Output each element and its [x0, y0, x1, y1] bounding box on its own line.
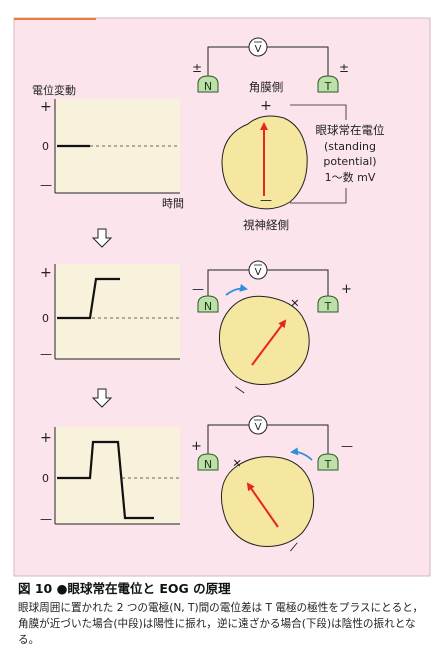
figure-caption: 図 10 ●眼球常在電位と EOG の原理 眼球周囲に置かれた 2 つの電極(N…: [18, 578, 430, 648]
voltmeter-label: V: [255, 422, 262, 433]
electrode-t-sign: ±: [339, 61, 349, 75]
electrode-t-sign: +: [341, 282, 352, 297]
rotation-arrow-icon: [290, 447, 313, 461]
electrode-n-icon: [197, 453, 219, 471]
voltmeter-icon: [248, 415, 268, 435]
voltmeter-label: V: [255, 44, 262, 55]
graph-title: 電位変動: [32, 83, 76, 97]
potential-line-4: 1〜数 mV: [325, 171, 376, 184]
y-plus-label: +: [40, 430, 52, 446]
electrode-t-label: T: [324, 80, 332, 93]
bracket-top: [290, 104, 347, 120]
electrode-n-label: N: [204, 300, 212, 313]
gaze-arrow-icon: [246, 482, 279, 528]
electrode-n-icon: [197, 295, 219, 313]
electrode-n-sign: ±: [192, 61, 202, 75]
panel-resting: 電位変動 + 0 — 時間 V N T ± ± 角膜側 + — 視神経側 眼球常…: [32, 37, 385, 232]
y-zero-label: 0: [42, 472, 49, 485]
cornea-side-label: 角膜側: [249, 80, 284, 94]
signal-trace: [57, 440, 154, 520]
signal-trace: [57, 277, 120, 320]
electrode-t-label: T: [324, 300, 332, 313]
electrode-n-icon: [197, 75, 219, 93]
electrode-t-icon: [317, 453, 339, 471]
electrode-t-icon: [317, 295, 339, 313]
y-minus-label: —: [40, 512, 52, 526]
electrode-t-icon: [317, 75, 339, 93]
cornea-sign: +: [260, 98, 272, 114]
potential-line-2: (standing: [324, 140, 376, 153]
voltmeter-icon: [248, 260, 268, 280]
circuit-wire: [207, 46, 329, 77]
voltmeter-icon: [248, 37, 268, 57]
optic-nerve-side-label: 視神経側: [243, 218, 289, 232]
gaze-arrow-icon: [251, 319, 287, 366]
caption-title: 図 10 ●眼球常在電位と EOG の原理: [18, 581, 231, 596]
potential-line-1: 眼球常在電位: [316, 123, 385, 137]
eyeball-icon: [219, 295, 310, 385]
optic-sign: —: [260, 193, 272, 207]
eyeball-icon: [220, 456, 315, 547]
y-plus-label: +: [40, 265, 52, 281]
potential-line-3: potential): [323, 155, 376, 168]
panel-toward-t: + 0 — V N T — + + —: [40, 260, 352, 399]
y-zero-label: 0: [42, 312, 49, 325]
y-zero-label: 0: [42, 140, 49, 153]
down-arrow-icon: [91, 388, 113, 408]
electrode-n-label: N: [204, 458, 212, 471]
circuit-wire: [207, 269, 329, 297]
bracket-bottom: [290, 188, 347, 204]
x-axis-label: 時間: [162, 197, 184, 210]
circuit-wire: [207, 424, 329, 457]
voltmeter-label: V: [255, 267, 262, 278]
electrode-n-label: N: [204, 80, 212, 93]
panel-away-from-t: + 0 — V N T + — + —: [40, 415, 353, 556]
y-minus-label: —: [40, 347, 52, 361]
down-arrow-icon: [91, 228, 113, 248]
y-minus-label: —: [40, 178, 52, 192]
y-plus-label: +: [40, 99, 52, 115]
caption-body: 眼球周囲に置かれた 2 つの電極(N, T)間の電位差は T 電極の極性をプラス…: [18, 602, 424, 646]
electrode-n-sign: —: [192, 282, 204, 296]
rotation-arrow-icon: [225, 283, 248, 296]
electrode-t-sign: —: [341, 439, 353, 453]
electrode-t-label: T: [324, 458, 332, 471]
electrode-n-sign: +: [191, 439, 202, 454]
